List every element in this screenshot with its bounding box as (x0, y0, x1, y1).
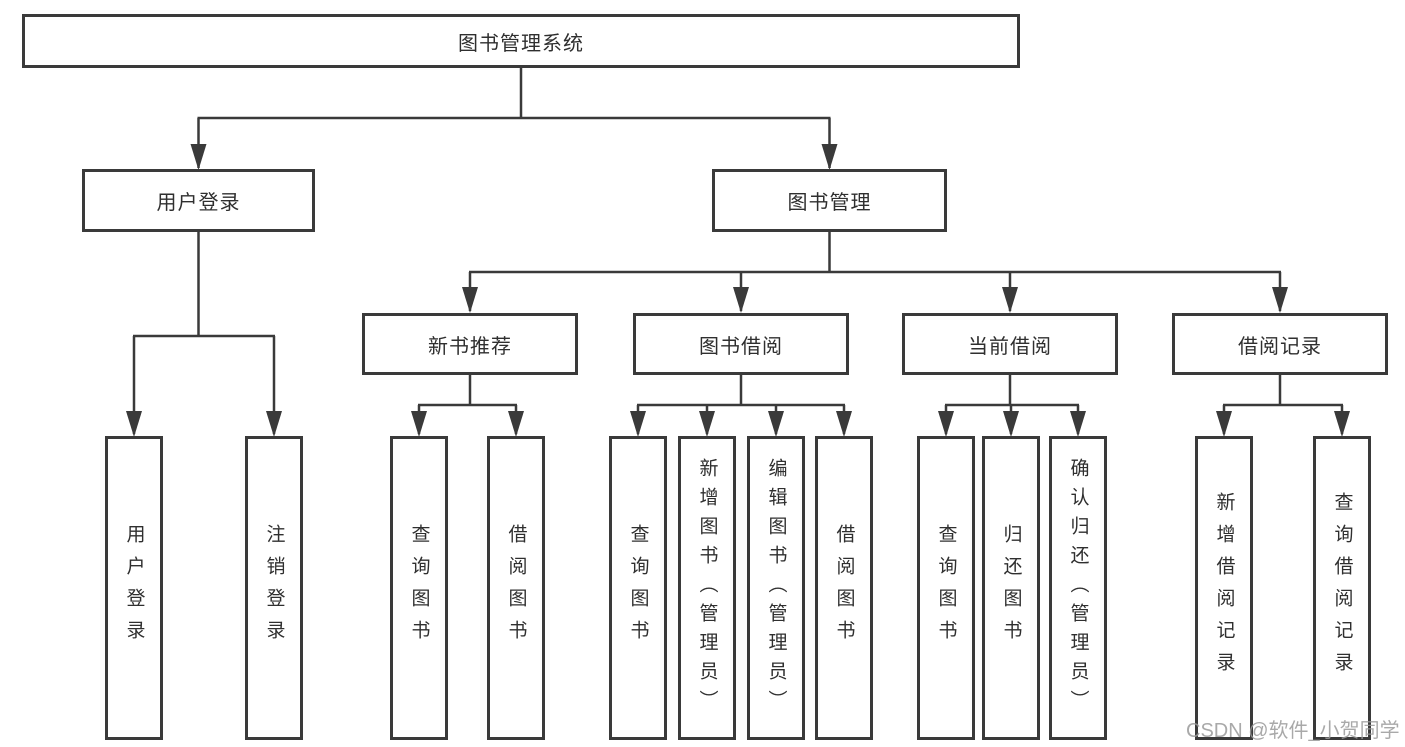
node-user-login: 用户登录 (82, 169, 315, 232)
node-root: 图书管理系统 (22, 14, 1020, 68)
leaf-query-borrow-record-label: 查询借阅记录 (1331, 492, 1353, 684)
leaf-current-query-label: 查询图书 (935, 524, 957, 652)
leaf-confirm-return-admin-label: 确认归还（管理员） (1067, 457, 1089, 719)
node-current-borrow-label: 当前借阅 (968, 335, 1052, 358)
leaf-query-borrow-record: 查询借阅记录 (1313, 436, 1371, 740)
leaf-logout-label: 注销登录 (263, 524, 285, 652)
node-book-borrow: 图书借阅 (633, 313, 849, 375)
node-borrow-records: 借阅记录 (1172, 313, 1388, 375)
node-book-mgmt-label: 图书管理 (787, 192, 872, 214)
connector-root-to-level2 (190, 68, 838, 170)
leaf-user-login: 用户登录 (105, 436, 163, 740)
leaf-borrow-book: 借阅图书 (815, 436, 873, 740)
leaf-new-books-query-label: 查询图书 (408, 524, 430, 652)
leaf-add-borrow-record-label: 新增借阅记录 (1213, 492, 1235, 684)
leaf-borrow-book-label: 借阅图书 (833, 524, 855, 652)
node-book-mgmt: 图书管理 (712, 169, 947, 232)
leaf-add-borrow-record: 新增借阅记录 (1195, 436, 1253, 740)
leaf-borrow-query: 查询图书 (609, 436, 667, 740)
connector-current-borrow-to-leaves (938, 375, 1086, 437)
connector-user-login-to-leaves (126, 232, 282, 437)
leaf-borrow-query-label: 查询图书 (627, 524, 649, 652)
leaf-new-books-borrow-label: 借阅图书 (505, 524, 527, 652)
leaf-return-book: 归还图书 (982, 436, 1040, 740)
leaf-add-book-admin-label: 新增图书（管理员） (696, 457, 718, 719)
node-borrow-records-label: 借阅记录 (1238, 335, 1322, 358)
node-new-books-label: 新书推荐 (428, 335, 512, 358)
leaf-new-books-query: 查询图书 (390, 436, 448, 740)
leaf-return-book-label: 归还图书 (1000, 524, 1022, 652)
csdn-watermark: CSDN @软件_小贺同学 (1186, 720, 1400, 742)
leaf-confirm-return-admin: 确认归还（管理员） (1049, 436, 1107, 740)
leaf-current-query: 查询图书 (917, 436, 975, 740)
connector-book-borrow-to-leaves (630, 375, 852, 437)
leaf-edit-book-admin-label: 编辑图书（管理员） (765, 457, 787, 719)
node-current-borrow: 当前借阅 (902, 313, 1118, 375)
connector-book-mgmt-to-level3 (462, 232, 1288, 313)
connector-new-books-to-leaves (411, 375, 524, 437)
node-user-login-label: 用户登录 (156, 192, 241, 214)
leaf-logout: 注销登录 (245, 436, 303, 740)
leaf-add-book-admin: 新增图书（管理员） (678, 436, 736, 740)
node-root-label: 图书管理系统 (458, 32, 584, 55)
node-new-books: 新书推荐 (362, 313, 578, 375)
connector-borrow-records-to-leaves (1216, 375, 1350, 437)
node-book-borrow-label: 图书借阅 (699, 335, 783, 358)
leaf-new-books-borrow: 借阅图书 (487, 436, 545, 740)
leaf-edit-book-admin: 编辑图书（管理员） (747, 436, 805, 740)
leaf-user-login-label: 用户登录 (123, 524, 145, 652)
